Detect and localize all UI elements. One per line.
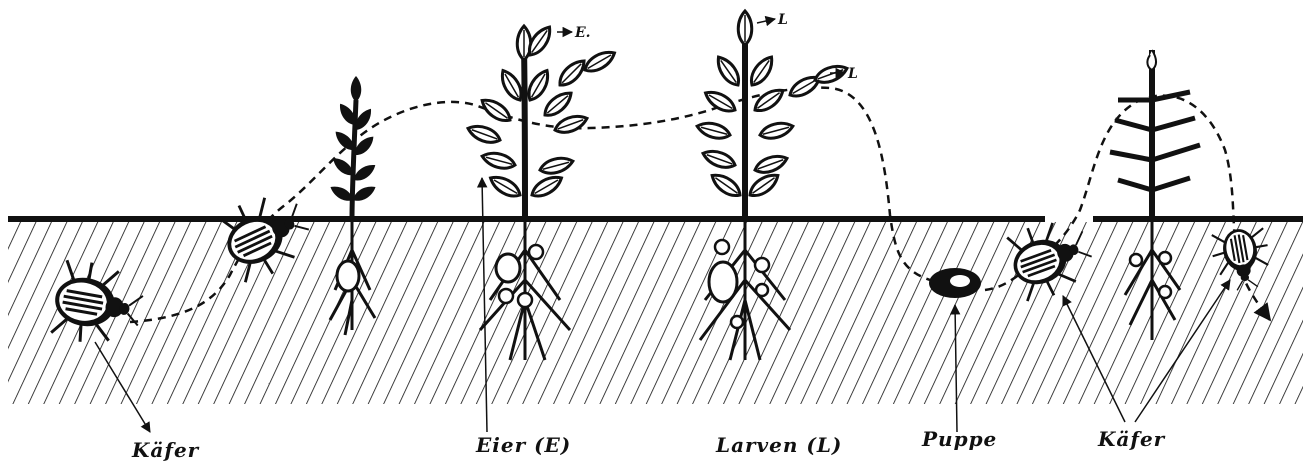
label-kaefer-right: Käfer bbox=[1097, 427, 1166, 451]
soil-area bbox=[8, 222, 1303, 427]
larva-marker-1: L bbox=[777, 12, 788, 28]
label-puppe: Puppe bbox=[921, 427, 997, 451]
label-larven: Larven (L) bbox=[715, 433, 842, 457]
pupa-icon bbox=[929, 268, 981, 298]
label-kaefer-left: Käfer bbox=[131, 438, 200, 462]
label-eier: Eier (E) bbox=[475, 433, 571, 457]
larva-marker-2: L bbox=[847, 66, 858, 82]
egg-marker: E. bbox=[574, 25, 591, 41]
